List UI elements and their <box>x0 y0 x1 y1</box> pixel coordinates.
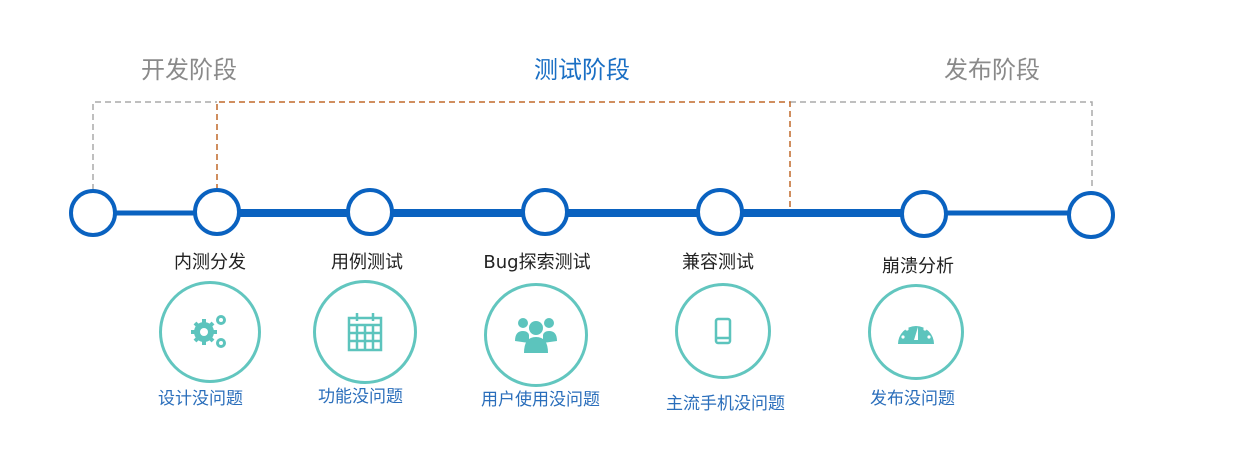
phase-title-test: 测试阶段 <box>534 56 630 84</box>
timeline-node <box>193 188 241 236</box>
step-label: Bug探索测试 <box>483 252 591 273</box>
dev-phase-bracket <box>92 101 217 190</box>
timeline-node <box>69 189 117 237</box>
dashboard-icon <box>898 322 934 344</box>
timeline-node <box>521 188 569 236</box>
phase-title-release: 发布阶段 <box>944 56 1040 84</box>
step-result: 功能没问题 <box>318 387 403 407</box>
timeline-node <box>346 188 394 236</box>
step-label: 用例测试 <box>331 252 403 273</box>
step-label: 兼容测试 <box>682 252 754 273</box>
users-icon <box>515 318 557 353</box>
mobile-phone-icon <box>714 317 732 345</box>
calendar-icon <box>347 313 383 352</box>
timeline-node <box>1067 191 1115 239</box>
step-icon-circle <box>868 284 964 380</box>
test-phase-bracket <box>216 101 791 213</box>
release-phase-bracket <box>790 101 1093 190</box>
step-result: 主流手机没问题 <box>666 394 785 414</box>
gears-icon <box>191 315 226 348</box>
step-result: 用户使用没问题 <box>481 390 600 410</box>
timeline-node <box>900 190 948 238</box>
phase-title-dev: 开发阶段 <box>141 56 237 84</box>
step-label: 崩溃分析 <box>882 256 954 277</box>
step-result: 发布没问题 <box>870 389 955 409</box>
timeline-node <box>696 188 744 236</box>
step-icon-circle <box>159 281 261 383</box>
step-label: 内测分发 <box>174 252 246 273</box>
step-icon-circle <box>313 280 417 384</box>
step-result: 设计没问题 <box>158 389 243 409</box>
step-icon-circle <box>675 283 771 379</box>
step-icon-circle <box>484 283 588 387</box>
